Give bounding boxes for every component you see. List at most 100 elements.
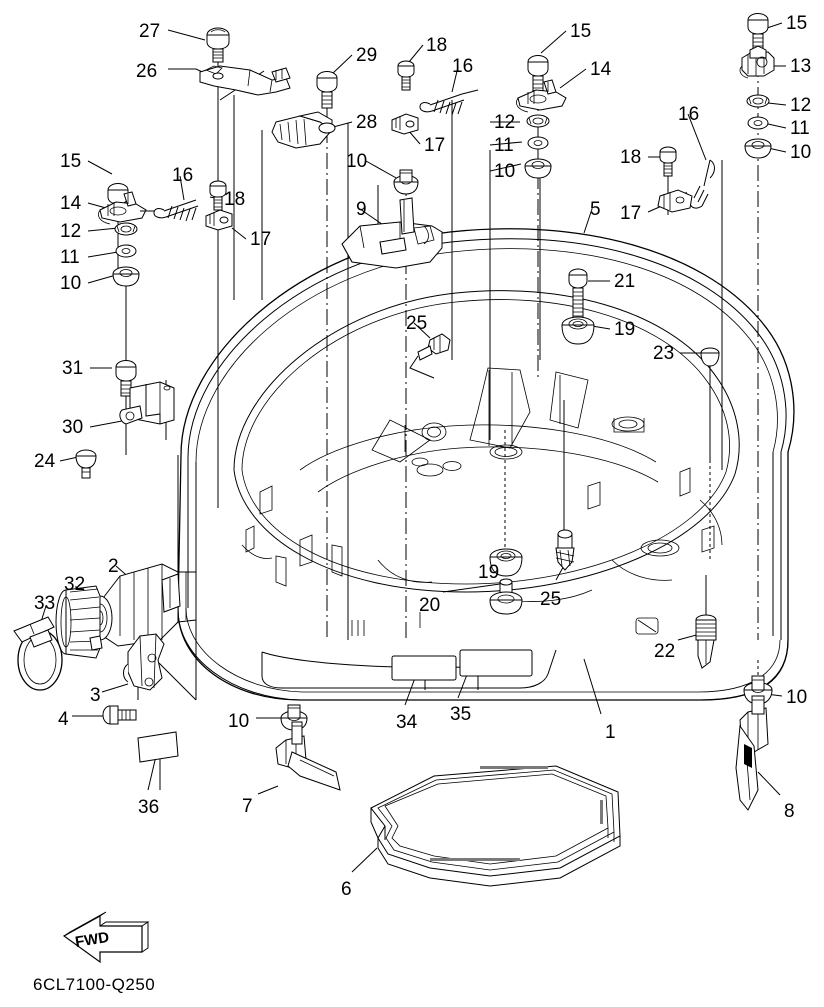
callout-8-hook-lever-right: 8	[784, 801, 795, 822]
part-10-grommet-left	[112, 266, 140, 287]
part-16-spring-left	[140, 199, 199, 222]
part-20-collar-bushing	[489, 578, 523, 615]
callout-3-clamp-bracket: 3	[90, 685, 101, 706]
part-36-label-plate	[137, 731, 179, 763]
callout-10-grommet-center: 10	[346, 151, 368, 172]
part-3-clamp-bracket	[123, 633, 165, 691]
callout-15-bolt-latch-right: 15	[786, 13, 808, 34]
part-4-bolt-small	[102, 705, 137, 725]
part-10-grommet-lower-right	[743, 675, 773, 705]
part-10-grommet-right	[744, 138, 772, 159]
callout-2-rubber-seal-boot: 2	[108, 556, 119, 577]
part-30-bracket-hook	[119, 381, 175, 425]
callout-17-catch-plate: 17	[424, 135, 446, 156]
callout-18-bolt-small-left: 18	[224, 189, 246, 210]
part-12-nut-center	[526, 114, 550, 128]
fwd-arrow-label: FWD	[74, 929, 111, 951]
callout-7-hook-lever: 7	[242, 796, 253, 817]
part-12-nut-left	[114, 222, 138, 236]
part-18-bolt-left	[209, 180, 227, 211]
part-10-grommet-upper-center	[393, 169, 419, 195]
callout-18-bolt-small: 18	[426, 35, 448, 56]
part-17-catch-left	[205, 209, 233, 231]
callout-23-plug-cap: 23	[653, 343, 675, 364]
part-8-hook-lever-right	[735, 695, 769, 811]
part-2-rubber-boot	[87, 563, 197, 647]
callout-16-spring-hook-left: 16	[172, 165, 194, 186]
callout-4-bolt-clamp-bracket: 4	[58, 709, 69, 730]
callout-16-spring-hook: 16	[452, 56, 474, 77]
part-25-clip-upper	[409, 333, 451, 379]
callout-10-grommet: 10	[790, 142, 812, 163]
callout-35-label-model: 35	[450, 704, 472, 725]
callout-10-grommet: 10	[494, 161, 516, 182]
callout-19-grommet-mount: 19	[614, 319, 636, 340]
callout-27-bolt-upper-bracket: 27	[139, 21, 161, 42]
part-25-clip-lower	[555, 529, 575, 571]
callout-17-catch-plate-right: 17	[620, 203, 642, 224]
part-11-washer-left	[115, 244, 137, 258]
part-17-catch-right	[657, 189, 693, 213]
callout-15-bolt-latch: 15	[570, 21, 592, 42]
callout-14-latch-hook: 14	[590, 59, 612, 80]
part-29-bolt	[316, 71, 338, 109]
part-23-plug-cap	[700, 347, 720, 560]
callout-30-bracket-hook: 30	[62, 417, 84, 438]
callout-18-bolt-small-right: 18	[620, 147, 642, 168]
part-13-latch-right	[739, 45, 775, 79]
callout-28-clamp-holder: 28	[356, 112, 378, 133]
callout-24-grommet-plug: 24	[34, 451, 56, 472]
callout-36-label-plate: 36	[138, 797, 160, 818]
callout-21-bolt-long: 21	[614, 271, 636, 292]
callout-11-washer: 11	[494, 135, 514, 156]
part-12-nut-right	[746, 94, 770, 108]
part-27-bolt	[206, 27, 230, 63]
part-18-bolt-right	[659, 146, 677, 177]
callout-12-nut: 12	[790, 95, 812, 116]
callout-31-bolt-bracket: 31	[62, 358, 84, 379]
callout-1-bottom-cowling: 1	[605, 722, 616, 743]
part-33-hose-clamp	[13, 616, 63, 691]
part-18-bolt-top	[397, 60, 415, 91]
part-17-catch-center	[391, 113, 419, 135]
part-22-drain-screw	[695, 575, 717, 669]
part-26-bracket	[199, 65, 291, 96]
part-9-bracket-guide	[341, 197, 443, 269]
part-19-grommet-right	[561, 316, 595, 345]
callout-11-washer: 11	[60, 247, 80, 268]
callout-12-nut: 12	[60, 221, 82, 242]
part-14-latch-center	[516, 79, 567, 113]
callout-9-bracket-guide: 9	[356, 199, 367, 220]
part-21-bolt-long	[568, 268, 588, 319]
callout-20-collar-bushing: 20	[419, 595, 441, 616]
callout-10-grommet: 10	[60, 273, 82, 294]
callout-11-washer: 11	[790, 118, 810, 139]
callout-33-hose-clamp: 33	[34, 593, 56, 614]
callout-10-grommet-right-lower: 10	[786, 687, 808, 708]
callout-32-collar-ring: 32	[64, 574, 86, 595]
part-code-label: 6CL7100-Q250	[33, 975, 156, 994]
callout-29-bolt-clamp: 29	[356, 45, 378, 66]
part-7-hook-lever	[275, 721, 341, 791]
part-11-washer-right	[747, 116, 769, 130]
callout-13-latch-assembly: 13	[790, 56, 812, 77]
callout-16-spring-hook-right: 16	[678, 104, 700, 125]
callout-15-bolt-latch-left: 15	[60, 151, 82, 172]
part-10-grommet-center	[524, 158, 552, 179]
part-28-clamp-holder	[271, 111, 336, 149]
part-32-collar-ring	[55, 585, 103, 659]
callout-34-label-caution: 34	[396, 712, 418, 733]
part-15-bolt-right	[747, 13, 769, 49]
part-11-washer-center	[527, 136, 549, 150]
part-16-spring-top	[419, 89, 479, 116]
label-plates	[391, 649, 533, 681]
callout-17-catch-plate-left: 17	[250, 229, 272, 250]
callout-19-grommet-lower-mount: 19	[478, 562, 500, 583]
callout-25-clip-fastener: 25	[406, 313, 428, 334]
callout-25-clip-fastener-lower: 25	[540, 589, 562, 610]
part-15-bolt-center	[527, 55, 549, 93]
gasket-seal-6	[370, 765, 621, 887]
part-19-grommet-lower	[489, 548, 523, 577]
